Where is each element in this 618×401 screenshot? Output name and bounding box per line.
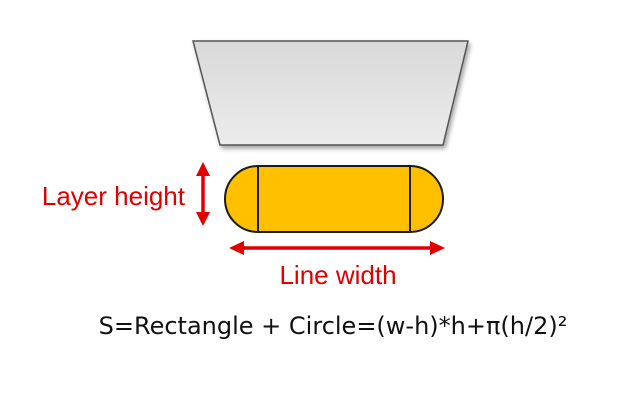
line-width-label: Line width [279, 260, 396, 290]
nozzle-shape [192, 40, 469, 146]
layer-height-label: Layer height [42, 181, 186, 211]
bead-cross-section [224, 165, 444, 233]
layer-height-arrow [196, 162, 210, 226]
line-width-arrow [229, 241, 445, 255]
area-formula: S=Rectangle + Circle=(w-h)*h+π(h/2)² [99, 312, 568, 340]
